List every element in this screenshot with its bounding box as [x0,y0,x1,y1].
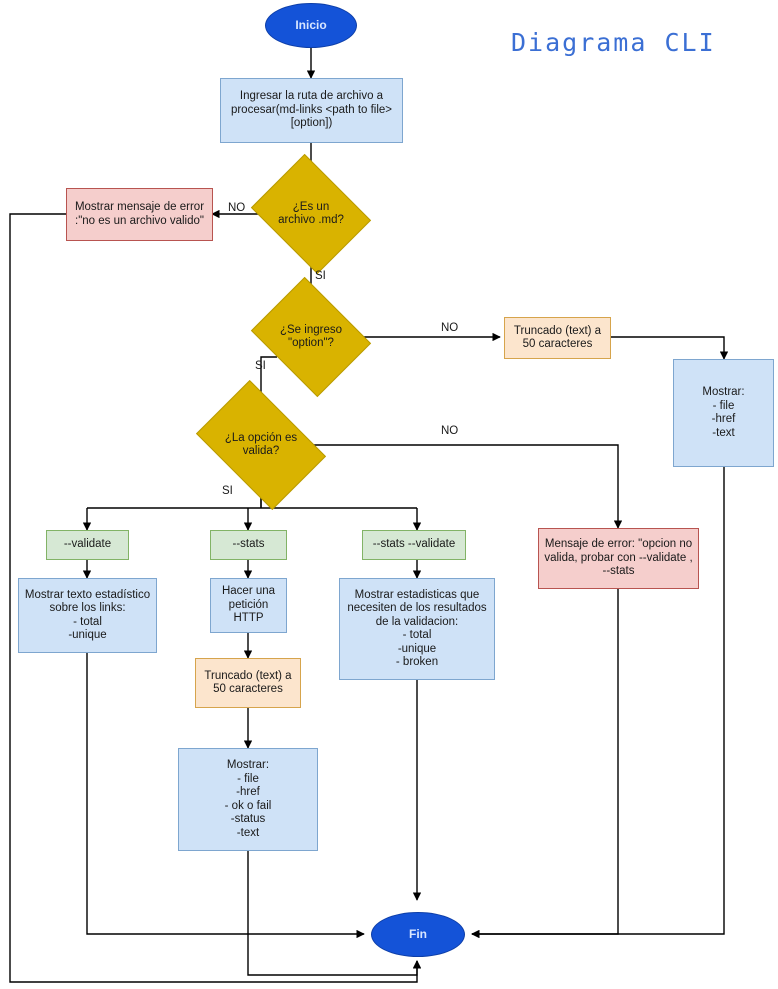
node-option-validate[interactable]: --validate [46,530,129,560]
node-truncate-top[interactable]: Truncado (text) a 50 caracteres [504,317,611,359]
edge-label-md-no: NO [228,202,246,214]
edge-truncate-to-show-right [611,336,729,360]
node-http-request[interactable]: Hacer una petición HTTP [210,578,287,633]
edge-label-md-si: SI [315,270,326,282]
node-decision-is-md-label: ¿Es un archivo .md? [278,200,344,227]
node-start[interactable]: Inicio [265,3,357,48]
node-option-stats-validate[interactable]: --stats --validate [362,530,466,560]
edge-show-full-to-end [247,851,422,976]
node-show-file-href-text[interactable]: Mostrar: - file -href -text [673,359,774,467]
node-truncate-mid[interactable]: Truncado (text) a 50 caracteres [195,658,301,708]
node-decision-option-entered-label: ¿Se ingreso "option"? [279,323,342,350]
node-error-invalid-option[interactable]: Mensaje de error: "opcion no valida, pro… [538,528,699,589]
node-decision-option-entered[interactable]: ¿Se ingreso "option"? [250,276,372,398]
node-end[interactable]: Fin [371,912,465,957]
node-option-stats[interactable]: --stats [210,530,287,560]
edge-label-valid-no: NO [441,425,459,437]
node-decision-is-md[interactable]: ¿Es un archivo .md? [250,153,372,275]
edge-label-option-no: NO [441,322,459,334]
edge-label-option-si: SI [255,360,266,372]
node-input-path[interactable]: Ingresar la ruta de archivo a procesar(m… [220,78,403,143]
node-show-links-stats[interactable]: Mostrar texto estadístico sobre los link… [18,578,157,653]
node-decision-option-valid-label: ¿La opción es valida? [224,431,298,458]
node-error-not-md[interactable]: Mostrar mensaje de error :"no es un arch… [66,188,213,241]
node-decision-option-valid[interactable]: ¿La opción es valida? [195,379,327,511]
edge-label-valid-si: SI [222,485,233,497]
page-title: Diagrama CLI [511,28,716,57]
node-show-full-detail[interactable]: Mostrar: - file -href - ok o fail -statu… [178,748,318,851]
node-show-validation-stats[interactable]: Mostrar estadisticas que necesiten de lo… [339,578,495,680]
edge-valid-no-to-error-invalid [311,444,623,529]
